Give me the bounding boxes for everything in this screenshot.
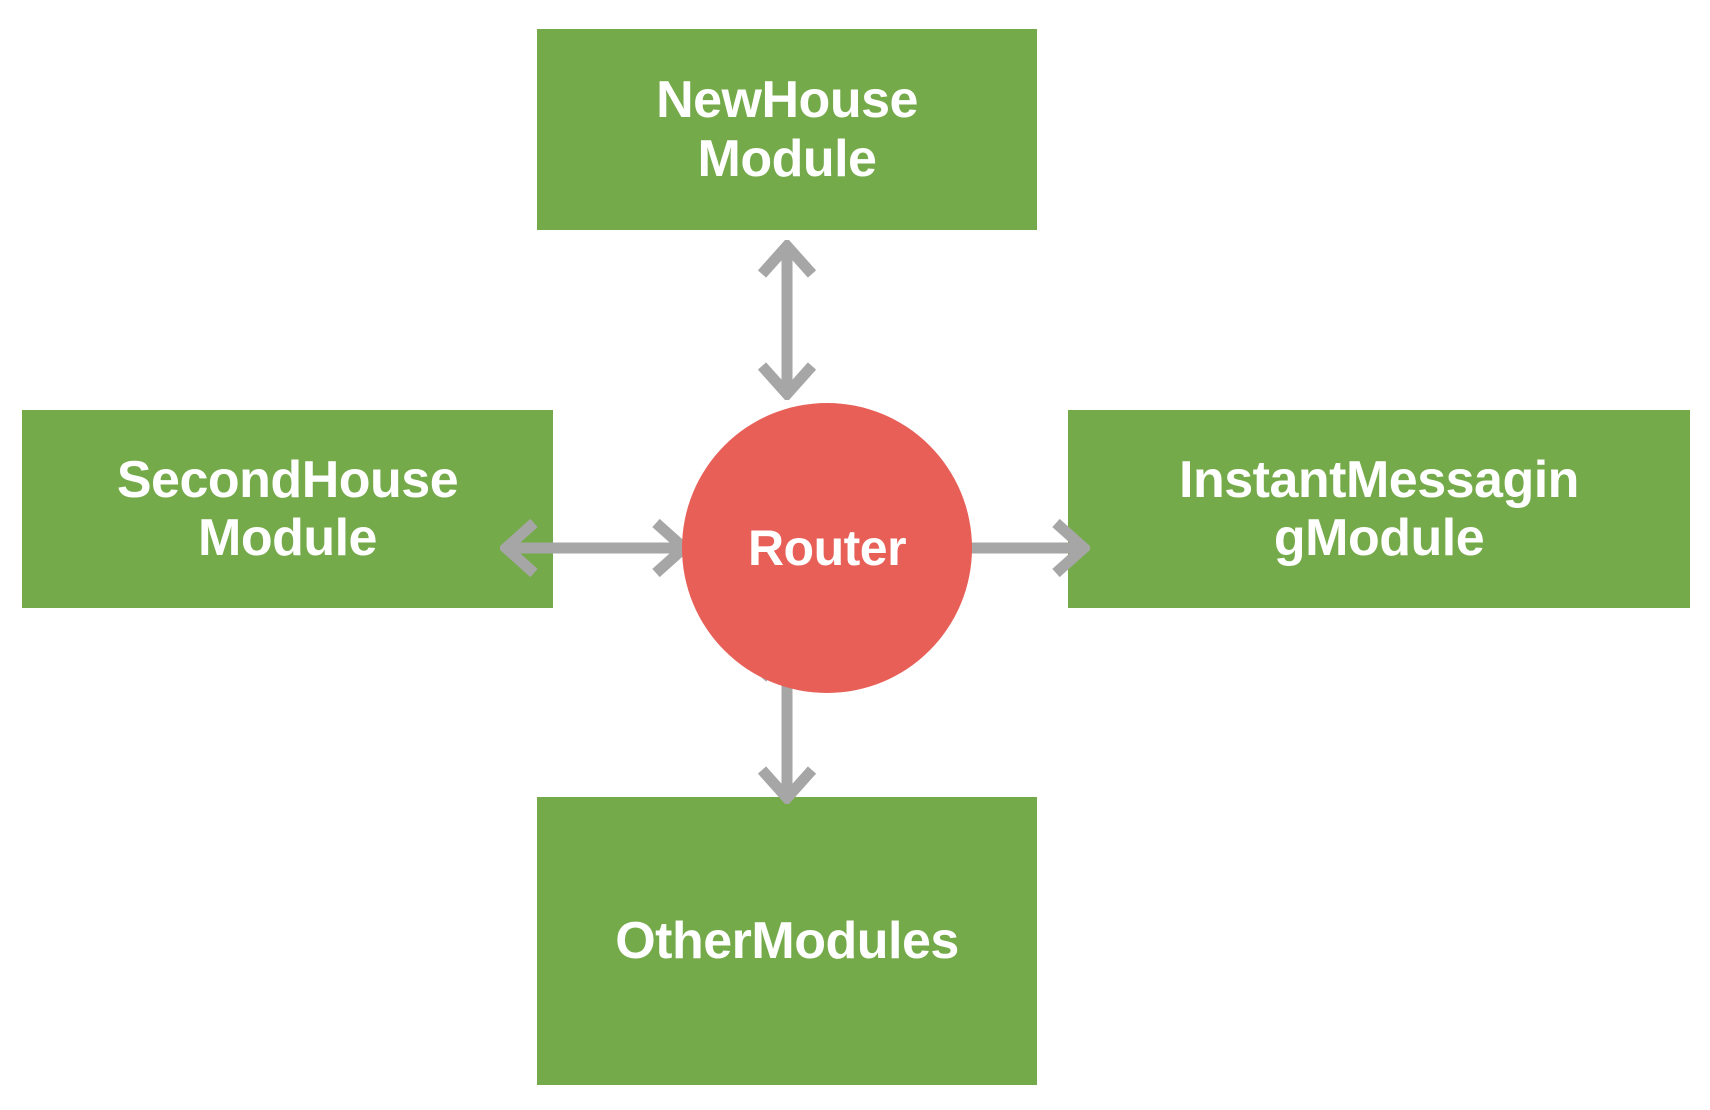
module-label-instantmessaging: InstantMessagin gModule — [1179, 450, 1579, 567]
module-label-othermodules: OtherModules — [615, 911, 959, 970]
double-arrow-horizontal-icon — [497, 518, 693, 578]
module-label-newhouse: NewHouse Module — [656, 71, 918, 188]
connector-newhouse-router — [742, 237, 832, 403]
hub-router-label: Router — [747, 520, 907, 576]
connector-secondhouse-router — [497, 503, 693, 593]
hub-router-circle[interactable]: Router — [682, 403, 972, 693]
module-box-newhouse[interactable]: NewHouse Module — [537, 29, 1037, 230]
module-label-secondhouse: SecondHouse Module — [116, 450, 459, 567]
module-box-secondhouse[interactable]: SecondHouse Module — [22, 410, 553, 608]
module-box-othermodules[interactable]: OtherModules — [537, 797, 1037, 1085]
module-box-instantmessaging[interactable]: InstantMessagin gModule — [1068, 410, 1690, 608]
double-arrow-vertical-icon — [757, 237, 817, 403]
